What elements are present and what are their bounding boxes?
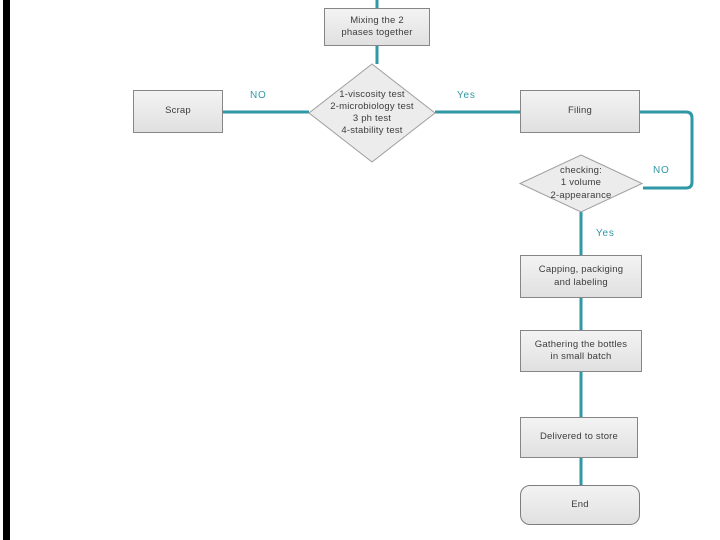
left-edge-bar — [3, 0, 10, 540]
node-delivered-label: Delivered to store — [539, 431, 619, 443]
tests-line3: 3 ph test — [352, 113, 392, 124]
node-end: End — [520, 485, 640, 525]
checking-line1: checking: — [560, 165, 602, 177]
connector-filing-loop-checking — [640, 110, 694, 190]
node-gathering-line2: in small batch — [550, 351, 612, 362]
node-scrap: Scrap — [133, 90, 223, 133]
decision-checking-shape — [518, 154, 644, 213]
node-mixing-phases: Mixing the 2 phases together — [324, 8, 430, 46]
tests-line1: 1-viscosity test — [339, 88, 405, 100]
tests-line4: 4-stability test — [341, 125, 403, 137]
node-end-label: End — [571, 498, 589, 510]
node-filing: Filing — [520, 90, 640, 133]
node-mixing-line2: phases together — [341, 27, 413, 38]
decision-checking-label: checking: 1 volume 2-appearance — [520, 155, 642, 212]
edge-label-checking-yes: Yes — [596, 228, 615, 239]
node-delivered-to-store: Delivered to store — [520, 417, 638, 458]
tests-line2: 2-microbiology test — [330, 100, 414, 112]
node-capping-line1: Capping, packiging — [538, 264, 624, 276]
checking-line2: 1 volume — [560, 177, 602, 189]
node-capping-packaging-labeling: Capping, packiging and labeling — [520, 255, 642, 298]
edge-label-checking-no: NO — [653, 165, 670, 176]
node-scrap-label: Scrap — [165, 105, 191, 117]
decision-quality-tests-shape — [308, 63, 436, 163]
decision-quality-tests-label: 1-viscosity test 2-microbiology test 3 p… — [309, 64, 435, 162]
edge-label-tests-yes: Yes — [457, 90, 476, 101]
node-capping-line2: and labeling — [554, 276, 608, 288]
checking-line3: 2-appearance — [550, 189, 612, 201]
node-mixing-line1: Mixing the 2 — [350, 14, 404, 26]
node-filing-label: Filing — [568, 105, 592, 117]
node-gathering-bottles: Gathering the bottles in small batch — [520, 330, 642, 372]
edge-label-tests-no: NO — [250, 90, 267, 101]
node-gathering-line1: Gathering the bottles — [534, 338, 628, 350]
